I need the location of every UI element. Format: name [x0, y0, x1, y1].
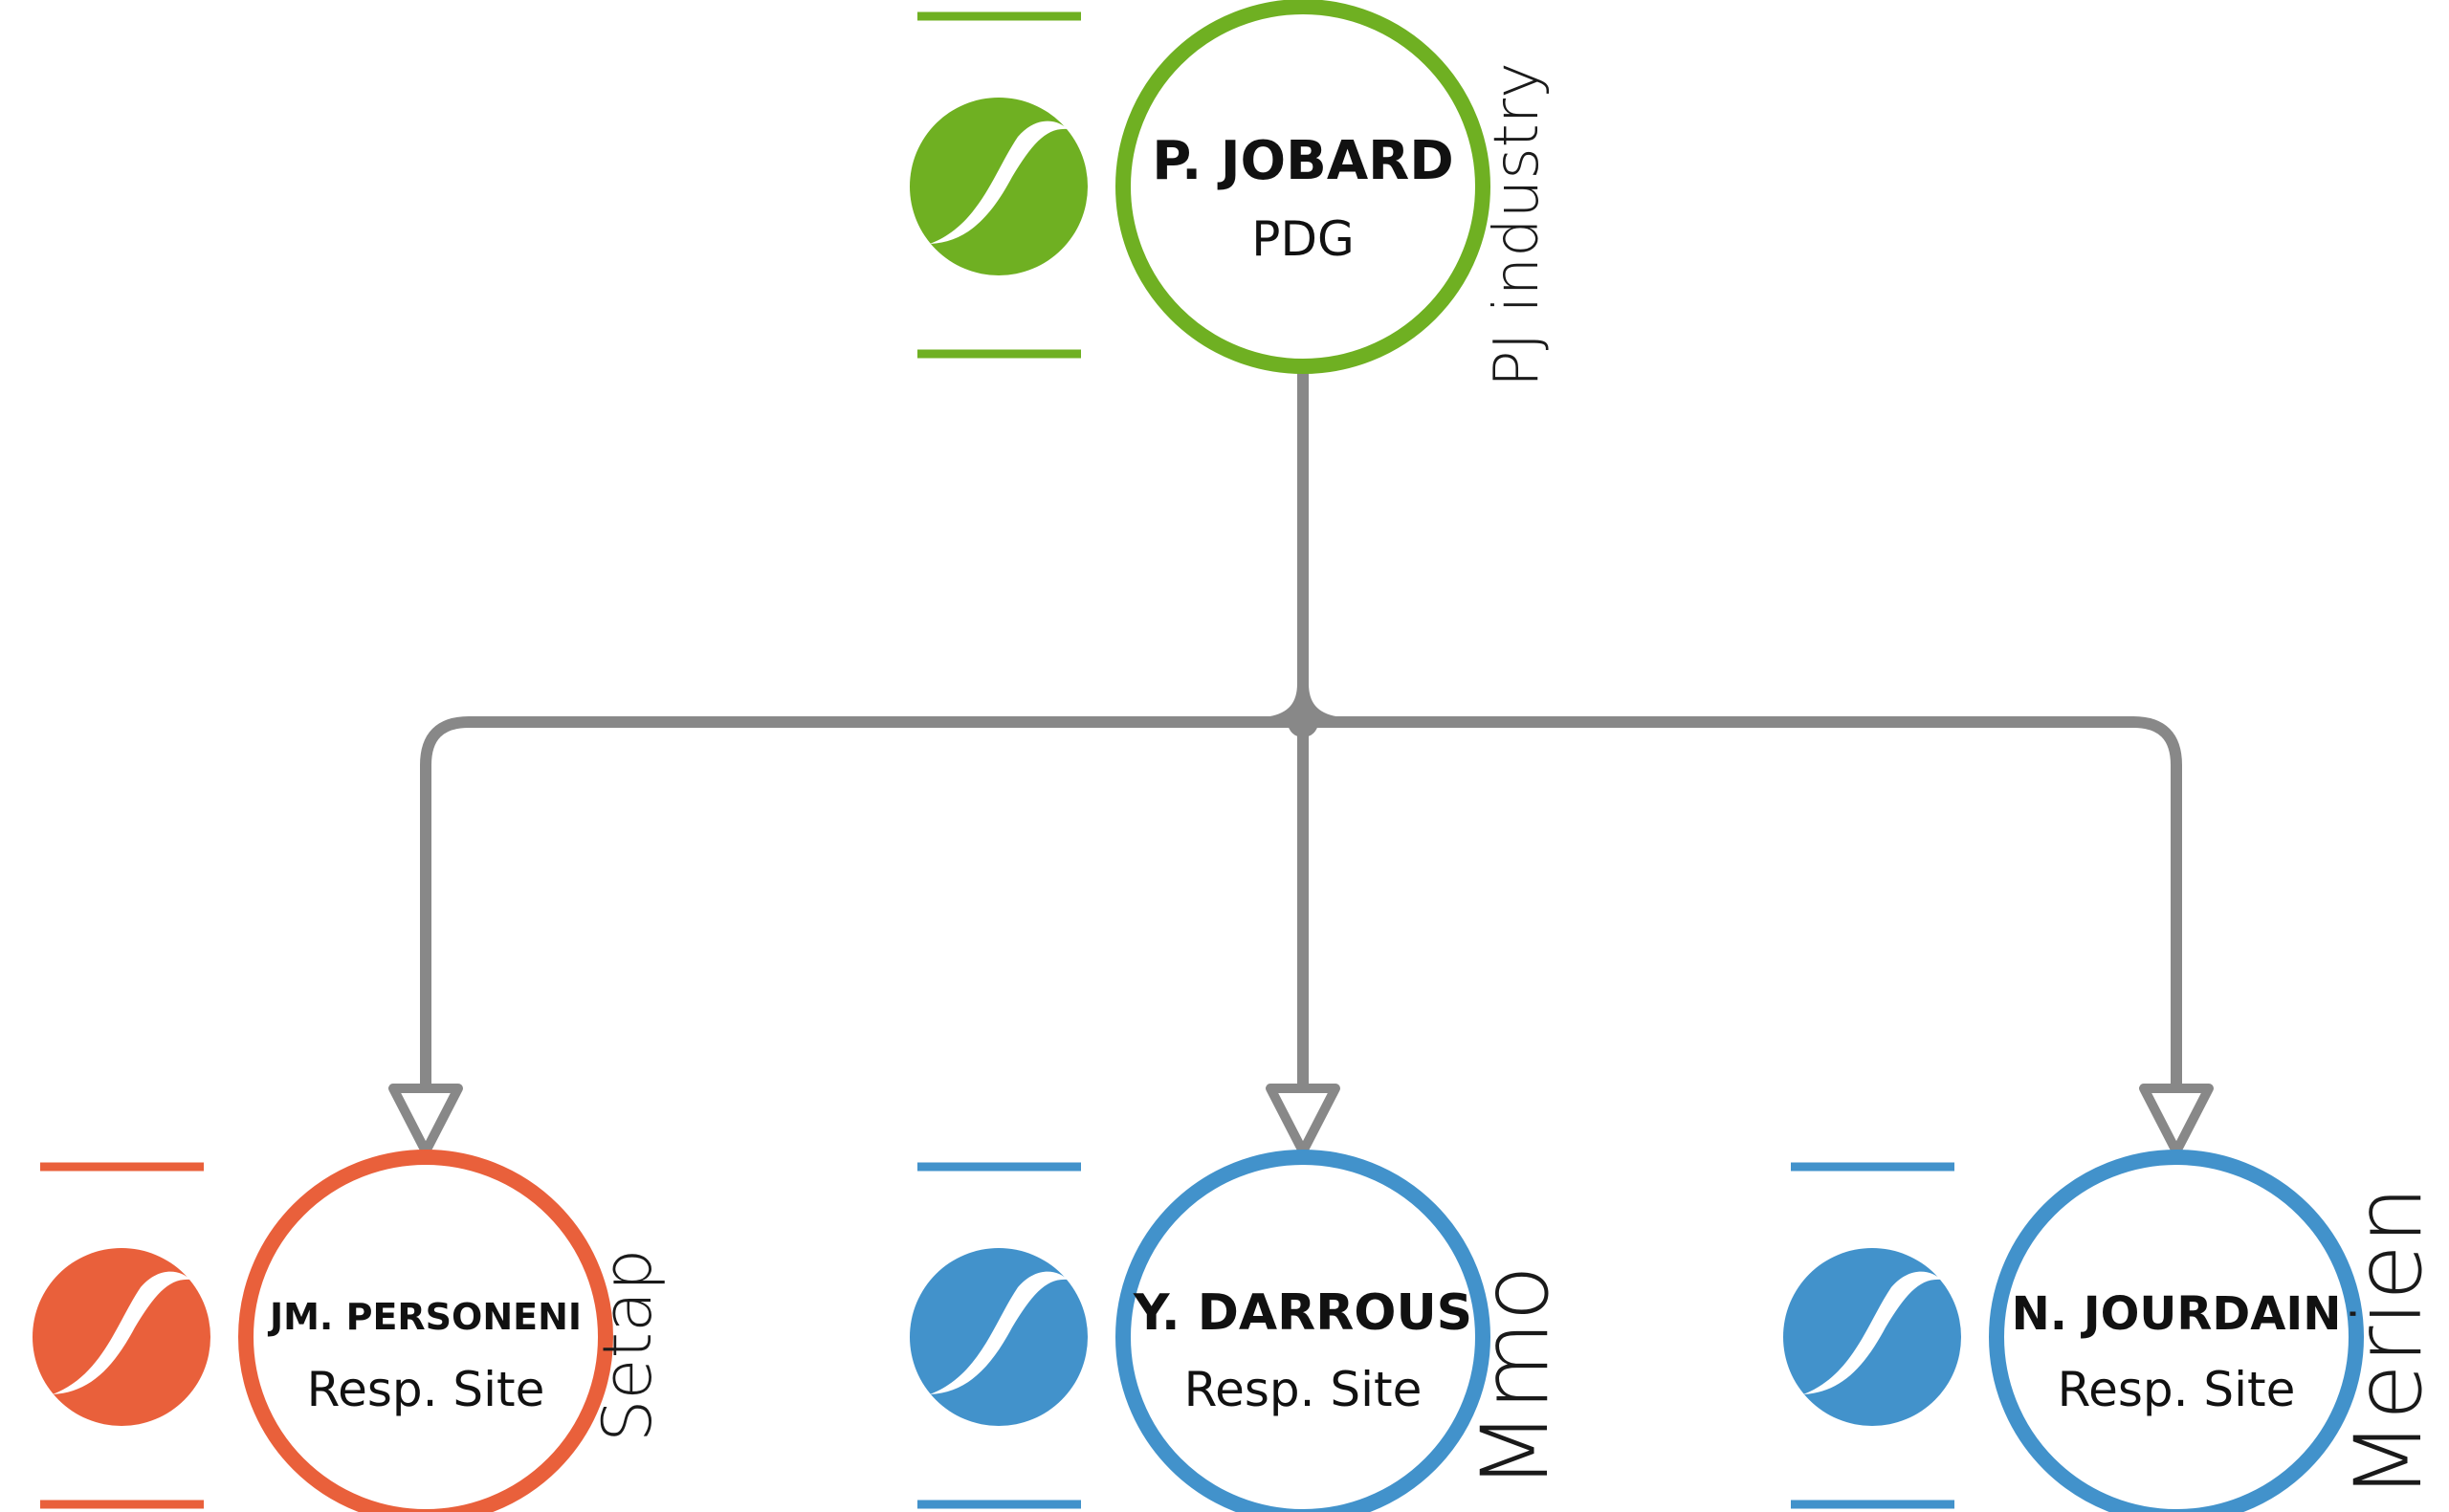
person-name: JM. PERSONENI	[267, 1296, 582, 1338]
person-role: Resp. Site	[307, 1362, 545, 1417]
swoosh-logo-icon	[1783, 1248, 1961, 1426]
person-role: Resp. Site	[1184, 1362, 1423, 1417]
person-name: Y. DARROUS	[1133, 1284, 1472, 1342]
org-node-child-1: JM. PERSONENI Resp. Site Setap	[33, 1150, 667, 1512]
org-node-child-2: Y. DARROUS Resp. Site Mmo	[910, 1150, 1569, 1512]
org-node-root: P. JOBARD PDG PJ industry	[910, 0, 1553, 387]
arrowhead-1	[388, 1084, 463, 1156]
company-label: Mmo	[1462, 1265, 1569, 1490]
arrowhead-3	[2139, 1084, 2214, 1156]
swoosh-logo-icon	[910, 98, 1088, 275]
arrowhead-2	[1266, 1084, 1340, 1156]
person-role: Resp. Site	[2058, 1362, 2296, 1417]
person-role: PDG	[1251, 211, 1354, 267]
node-ring	[1115, 1150, 1490, 1512]
person-name: P. JOBARD	[1152, 130, 1454, 192]
connector-branch-1	[420, 716, 1309, 1094]
person-name: N. JOURDAIN	[2012, 1287, 2342, 1341]
connector-root-trunk	[1265, 368, 1309, 728]
company-label: PJ industry	[1482, 62, 1553, 387]
connector-branch-3	[1297, 716, 2182, 1094]
connector-lines	[388, 368, 2214, 1156]
node-ring	[238, 1150, 613, 1512]
company-label: Merien	[2335, 1186, 2442, 1500]
org-node-child-3: N. JOURDAIN Resp. Site Merien	[1783, 1150, 2442, 1512]
company-label: Setap	[588, 1249, 667, 1442]
swoosh-logo-icon	[33, 1248, 210, 1426]
node-ring	[1989, 1150, 2364, 1512]
node-ring	[1115, 0, 1490, 374]
swoosh-logo-icon	[910, 1248, 1088, 1426]
